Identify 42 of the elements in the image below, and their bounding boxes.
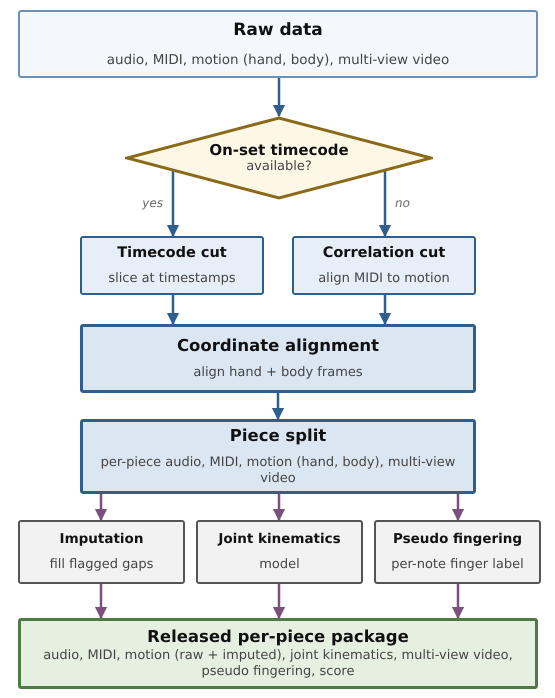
box-description: align hand + body frames	[192, 365, 364, 381]
box-description: slice at timestamps	[107, 270, 237, 286]
process-box	[80, 324, 476, 393]
process-box	[374, 520, 541, 584]
decision-diamond	[125, 116, 433, 200]
arrow	[272, 494, 286, 522]
process-box	[292, 236, 476, 295]
process-box	[18, 10, 538, 78]
arrow	[378, 295, 392, 326]
box-title: Joint kinematics	[218, 531, 341, 548]
output-box	[18, 618, 538, 689]
box-description: fill flagged gaps	[48, 557, 154, 573]
arrow	[94, 494, 108, 522]
process-box	[196, 520, 363, 584]
box-title: Coordinate alignment	[176, 336, 380, 356]
arrow	[94, 584, 108, 620]
process-box	[18, 520, 185, 584]
arrow	[452, 584, 464, 620]
arrow	[272, 393, 284, 420]
arrow	[272, 78, 286, 118]
box-title: Correlation cut	[322, 244, 446, 261]
box-title: Pseudo fingering	[392, 531, 522, 548]
box-description: audio, MIDI, motion (hand, body), multi-view video	[106, 52, 450, 68]
box-title: Released per-piece package	[147, 627, 409, 646]
box-title: Piece split	[230, 426, 326, 446]
box-description: audio, MIDI, motion (raw + imputed), joint kinematics, multi-view video, pseudo fingering, score	[42, 648, 514, 680]
arrow	[378, 171, 392, 238]
process-box	[80, 419, 476, 494]
box-description: per-note finger label	[390, 557, 525, 573]
box-description: model	[258, 557, 301, 573]
box-title: Imputation	[60, 531, 144, 548]
process-box	[80, 236, 264, 295]
box-title: Raw data	[233, 20, 323, 40]
box-description: per-piece audio, MIDI, motion (hand, body), multi-view video	[100, 455, 456, 487]
arrow	[166, 171, 180, 238]
box-description: align MIDI to motion	[317, 270, 451, 286]
box-description: available?	[245, 159, 313, 175]
box-title: Timecode cut	[117, 244, 227, 261]
arrow	[452, 494, 464, 522]
box-title: On-set timecode	[209, 141, 349, 160]
arrow	[272, 584, 286, 620]
arrow	[166, 295, 180, 326]
